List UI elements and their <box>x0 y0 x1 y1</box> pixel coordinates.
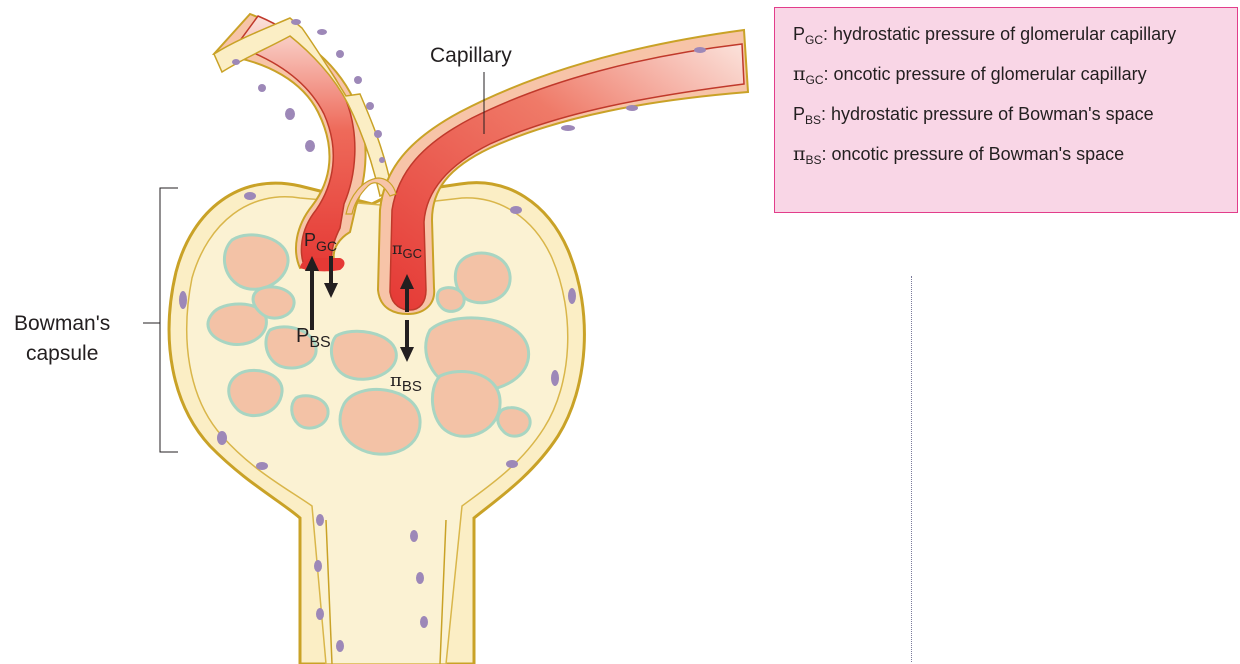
legend-row-pi-bs: πBS: oncotic pressure of Bowman's space <box>793 142 1237 182</box>
legend-box: PGC: hydrostatic pressure of glomerular … <box>774 7 1238 213</box>
legend-subscript: GC <box>805 33 823 47</box>
legend-symbol: P <box>793 24 805 44</box>
legend-subscript: BS <box>806 153 822 167</box>
svg-text:Bowman's: Bowman's <box>14 312 110 335</box>
legend-row-p-bs: PBS: hydrostatic pressure of Bowman's sp… <box>793 102 1237 142</box>
dotted-divider <box>911 276 912 662</box>
legend-text: : hydrostatic pressure of Bowman's space <box>821 104 1154 124</box>
legend-text: : oncotic pressure of glomerular capilla… <box>824 64 1147 84</box>
legend-symbol: π <box>793 143 806 165</box>
legend-row-pi-gc: πGC: oncotic pressure of glomerular capi… <box>793 62 1237 102</box>
svg-text:capsule: capsule <box>26 342 98 365</box>
legend-subscript: BS <box>805 113 821 127</box>
legend-text: : hydrostatic pressure of glomerular cap… <box>823 24 1176 44</box>
legend-text: : oncotic pressure of Bowman's space <box>822 144 1125 164</box>
legend-symbol: P <box>793 104 805 124</box>
bowmans-capsule-label: Bowman's capsule <box>14 188 178 452</box>
legend-row-p-gc: PGC: hydrostatic pressure of glomerular … <box>793 22 1237 62</box>
legend-symbol: π <box>793 63 806 85</box>
svg-text:Capillary: Capillary <box>430 44 512 67</box>
legend-subscript: GC <box>806 73 824 87</box>
